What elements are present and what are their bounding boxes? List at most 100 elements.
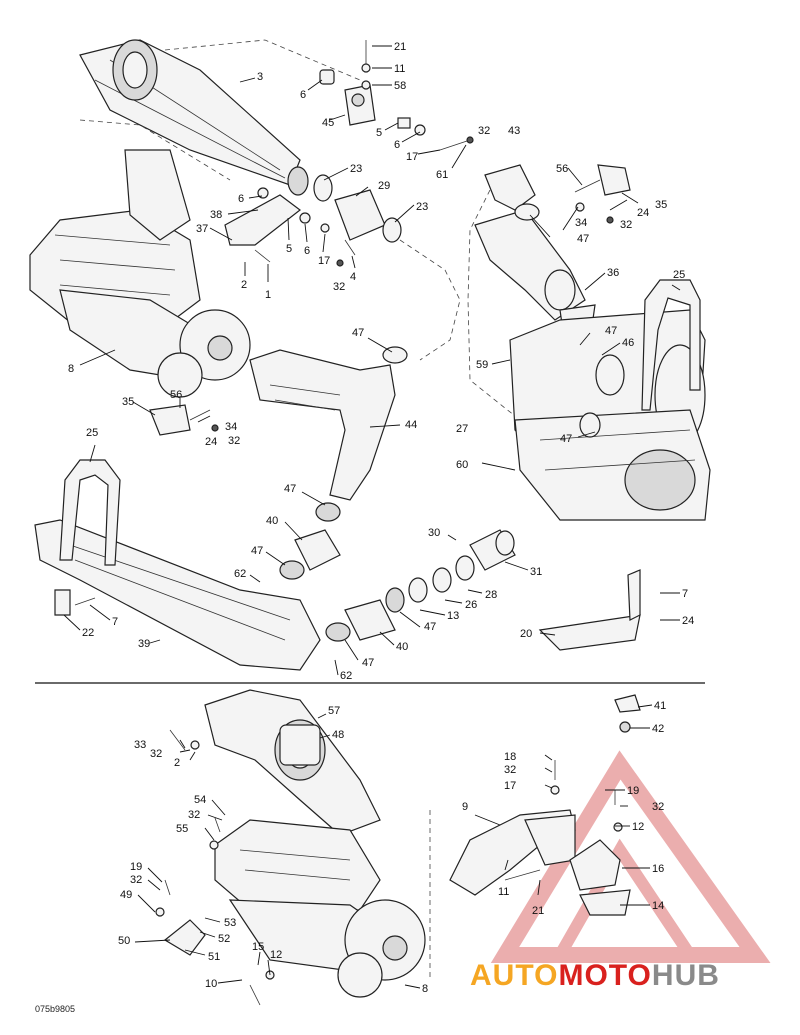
callout-label: 50 (118, 935, 130, 947)
callout-label: 39 (138, 638, 150, 650)
callout-label: 54 (194, 794, 206, 806)
callout-label: 11 (394, 63, 405, 75)
callout-label: 6 (304, 245, 310, 257)
callout-label: 47 (424, 621, 436, 633)
callout-label: 47 (362, 657, 374, 669)
callout-label: 36 (607, 267, 619, 279)
figure-code: 075b9805 (35, 1004, 75, 1014)
callout-label: 12 (632, 821, 644, 833)
callout-label: 56 (556, 163, 568, 175)
callout-label: 25 (86, 427, 98, 439)
callout-label: 44 (405, 419, 417, 431)
callout-label: 24 (637, 207, 649, 219)
callout-label: 10 (205, 978, 217, 990)
callout-label: 24 (205, 436, 217, 448)
callout-label: 18 (504, 751, 516, 763)
callout-label: 7 (112, 616, 118, 628)
callout-label: 7 (682, 588, 688, 600)
callout-label: 11 (498, 886, 509, 898)
callout-label: 47 (560, 433, 572, 445)
watermark-hub: HUB (652, 959, 720, 992)
callout-label: 32 (333, 281, 345, 293)
callout-label: 6 (300, 89, 306, 101)
callout-label: 23 (350, 163, 362, 175)
callout-label: 32 (130, 874, 142, 886)
callout-label: 53 (224, 917, 236, 929)
callout-label: 32 (228, 435, 240, 447)
callout-label: 27 (456, 423, 468, 435)
callout-label: 4 (350, 271, 356, 283)
callout-label: 51 (208, 951, 220, 963)
callout-label: 52 (218, 933, 230, 945)
callout-label: 26 (465, 599, 477, 611)
callout-label: 2 (174, 757, 180, 769)
callout-labels: 21 11 58 3 6 45 5 6 17 32 43 61 23 29 6 … (68, 41, 694, 995)
callout-label: 16 (652, 863, 664, 875)
callout-label: 24 (682, 615, 694, 627)
callout-label: 47 (605, 325, 617, 337)
callout-label: 47 (284, 483, 296, 495)
callout-label: 60 (456, 459, 468, 471)
callout-label: 17 (406, 151, 418, 163)
callout-label: 45 (322, 117, 334, 129)
callout-label: 47 (352, 327, 364, 339)
callout-label: 19 (130, 861, 142, 873)
callout-label: 59 (476, 359, 488, 371)
callout-label: 48 (332, 729, 344, 741)
callout-label: 14 (652, 900, 664, 912)
callout-label: 12 (270, 949, 282, 961)
callout-label: 17 (504, 780, 516, 792)
callout-label: 42 (652, 723, 664, 735)
callout-label: 32 (504, 764, 516, 776)
callout-label: 5 (376, 127, 382, 139)
callout-label: 25 (673, 269, 685, 281)
callout-label: 3 (257, 71, 263, 83)
callout-label: 38 (210, 209, 222, 221)
callout-label: 62 (234, 568, 246, 580)
callout-label: 22 (82, 627, 94, 639)
callout-label: 61 (436, 169, 448, 181)
callout-label: 33 (134, 739, 146, 751)
callout-label: 47 (577, 233, 589, 245)
callout-label: 40 (266, 515, 278, 527)
callout-label: 6 (238, 193, 244, 205)
callout-label: 28 (485, 589, 497, 601)
callout-label: 29 (378, 180, 390, 192)
callout-label: 62 (340, 670, 352, 682)
callout-label: 5 (286, 243, 292, 255)
callout-label: 46 (622, 337, 634, 349)
callout-label: 17 (318, 255, 330, 267)
callout-leaders (63, 45, 681, 989)
callout-label: 47 (251, 545, 263, 557)
callout-label: 30 (428, 527, 440, 539)
callout-label: 55 (176, 823, 188, 835)
callout-label: 57 (328, 705, 340, 717)
callout-label: 34 (225, 421, 237, 433)
watermark-auto: AUTO (470, 959, 558, 992)
callout-label: 56 (170, 389, 182, 401)
callout-label: 35 (122, 396, 134, 408)
callout-label: 23 (416, 201, 428, 213)
callout-label: 21 (532, 905, 544, 917)
callout-label: 9 (462, 801, 468, 813)
callout-label: 35 (655, 199, 667, 211)
callout-label: 13 (447, 610, 459, 622)
callout-label: 58 (394, 80, 406, 92)
callout-label: 1 (265, 289, 271, 301)
callout-label: 20 (520, 628, 532, 640)
upper-assembly-drawing (29, 39, 711, 671)
watermark-moto: MOTO (558, 959, 651, 992)
callout-label: 8 (422, 983, 428, 995)
callout-label: 41 (654, 700, 666, 712)
callout-label: 40 (396, 641, 408, 653)
callout-label: 8 (68, 363, 74, 375)
callout-label: 32 (620, 219, 632, 231)
callout-label: 49 (120, 889, 132, 901)
callout-label: 32 (478, 125, 490, 137)
callout-label: 37 (196, 223, 208, 235)
callout-label: 6 (394, 139, 400, 151)
callout-label: 32 (188, 809, 200, 821)
callout-label: 32 (150, 748, 162, 760)
lower-assembly-drawing (155, 689, 641, 1006)
